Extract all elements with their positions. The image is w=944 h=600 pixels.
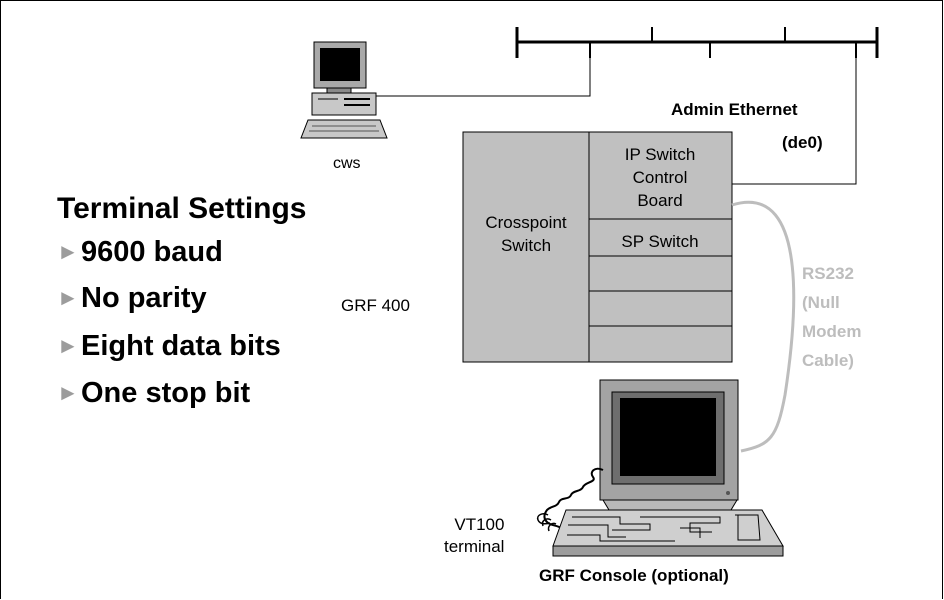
sp-switch-label: SP Switch xyxy=(621,232,699,251)
cws-label: cws xyxy=(333,155,361,172)
console-caption: GRF Console (optional) xyxy=(539,566,729,585)
grf400-chassis xyxy=(462,131,733,363)
triangle-right-icon: ► xyxy=(57,380,79,405)
router-label: GRF 400 xyxy=(341,296,410,315)
ethernet-bus xyxy=(515,27,879,58)
ethernet-label: Admin Ethernet xyxy=(671,100,798,119)
rs232-cable-label: RS232 (Null Modem Cable) xyxy=(802,264,862,370)
crt-terminal-icon xyxy=(599,379,739,526)
desktop-computer-icon xyxy=(300,41,388,139)
ip-switch-control-board-label: IP Switch Control Board xyxy=(624,145,696,210)
vt100-terminal-label: VT100 terminal xyxy=(444,515,505,556)
board-ethernet-link xyxy=(732,58,857,185)
setting-item: ►No parity xyxy=(57,282,207,314)
setting-item: ►9600 baud xyxy=(57,236,223,268)
triangle-right-icon: ► xyxy=(57,285,79,310)
triangle-right-icon: ► xyxy=(57,239,79,264)
cws-ethernet-link xyxy=(375,58,591,97)
triangle-right-icon: ► xyxy=(57,333,79,358)
setting-item: ►Eight data bits xyxy=(57,330,281,362)
ethernet-interface-label: (de0) xyxy=(782,133,823,152)
crosspoint-switch-label: Crosspoint Switch xyxy=(485,213,567,255)
rs232-cable xyxy=(731,200,796,453)
setting-item: ►One stop bit xyxy=(57,377,251,409)
terminal-settings-title: Terminal Settings xyxy=(57,192,307,225)
keyboard-icon xyxy=(552,509,784,557)
coiled-cord xyxy=(543,467,604,529)
